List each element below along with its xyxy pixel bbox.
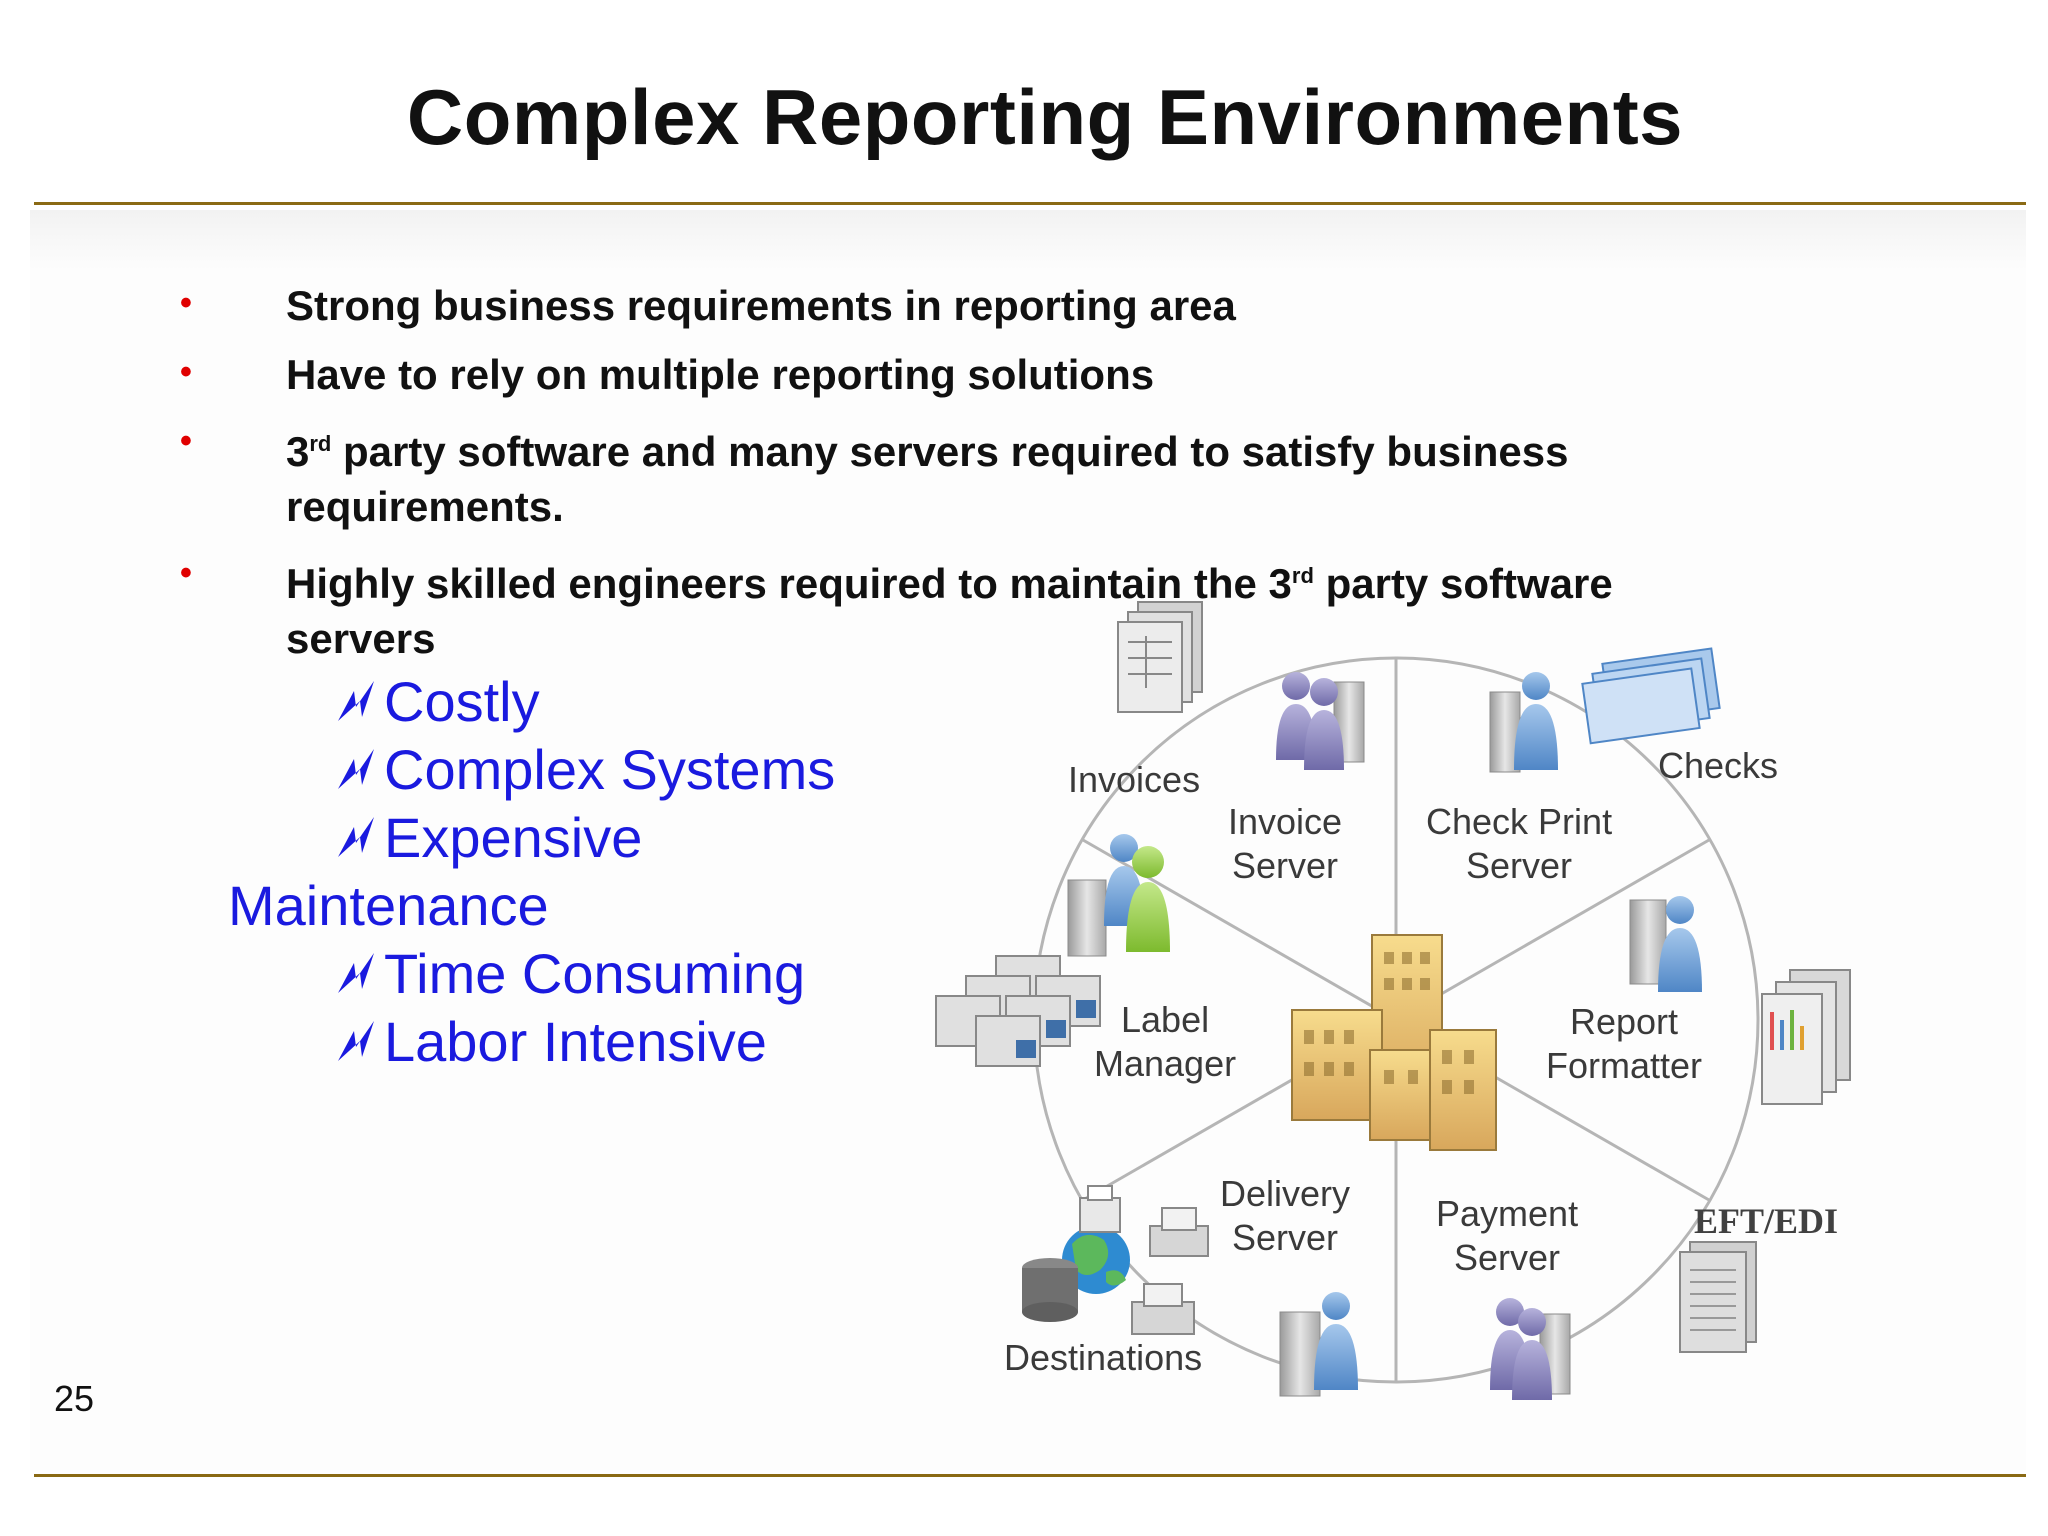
check-print-server-icon: [1489, 672, 1558, 773]
consequence-list: Costly Complex Systems Expensive Mainten…: [228, 668, 835, 1076]
bullet-text: Have to rely on multiple reporting solut…: [286, 351, 1155, 398]
bullet-text-continued: party software servers: [286, 560, 1613, 662]
diagram-wheel: [935, 601, 1851, 1400]
lightning-bolt-icon: [338, 749, 374, 789]
check-print-server-label: Check Print Server: [1426, 800, 1612, 888]
consequence-text: Costly: [384, 670, 540, 733]
invoice-server-label-line2: Server: [1232, 845, 1339, 886]
invoices-document-icon: [1117, 601, 1203, 713]
destinations-globe-icon: [1062, 1226, 1130, 1294]
report-formatter-label-line1: Report: [1569, 1001, 1679, 1042]
bullet-superscript: rd: [1291, 563, 1314, 588]
invoice-server-people-icon: [1276, 672, 1365, 770]
bullet-dot-icon: •: [180, 554, 192, 592]
lightning-bolt-icon: [338, 681, 374, 721]
slide-title: Complex Reporting Environments: [406, 73, 1684, 161]
invoice-server-label: Invoice Server: [1228, 800, 1342, 888]
page-number: 25: [54, 1378, 95, 1419]
consequence-item: Time Consuming: [228, 940, 835, 1008]
reports-document-icon: [1761, 969, 1851, 1105]
delivery-server-label-line2: Server: [1232, 1217, 1339, 1258]
invoice-server-label-line1: Invoice: [1228, 801, 1343, 842]
consequence-text: Complex Systems: [384, 738, 836, 801]
bullet-item: • Have to rely on multiple reporting sol…: [180, 347, 1760, 402]
bullet-superscript: rd: [309, 431, 332, 456]
delivery-server-label: Delivery Server: [1220, 1172, 1350, 1260]
invoices-label: Invoices: [1068, 759, 1201, 800]
consequence-item-continued: Maintenance: [228, 874, 549, 937]
bullet-item: • 3rd party software and many servers re…: [180, 416, 1760, 534]
consequence-text: Time Consuming: [384, 942, 806, 1005]
bullet-dot-icon: •: [180, 422, 192, 460]
label-manager-label-line1: Label: [1121, 999, 1210, 1040]
bullet-text-continued: party software and many servers required…: [286, 428, 1569, 530]
label-manager-label-line2: Manager: [1094, 1043, 1237, 1084]
consequence-item: Labor Intensive: [228, 1008, 835, 1076]
consequence-item: Complex Systems: [228, 736, 835, 804]
consequence-item: Expensive: [228, 804, 835, 872]
eft-edi-label: EFT/EDI: [1694, 1201, 1839, 1241]
label-manager-label: Label Manager: [1094, 998, 1236, 1086]
report-formatter-label-line2: Formatter: [1546, 1045, 1703, 1086]
destinations-label: Destinations: [1004, 1337, 1203, 1378]
bullet-item: • Highly skilled engineers required to m…: [180, 548, 1760, 666]
bullet-text: Strong business requirements in reportin…: [286, 282, 1236, 329]
delivery-server-label-line1: Delivery: [1220, 1173, 1351, 1214]
bullet-list: • Strong business requirements in report…: [180, 278, 1760, 680]
lightning-bolt-icon: [338, 1021, 374, 1061]
report-formatter-server-icon: [1629, 896, 1702, 992]
database-icon: [1022, 1258, 1078, 1322]
payment-server-label-line2: Server: [1454, 1237, 1561, 1278]
check-print-server-label-line2: Server: [1466, 845, 1573, 886]
footer-divider: [34, 1474, 2026, 1477]
checks-document-icon: [1581, 647, 1721, 745]
fax-printer-icon: [1131, 1207, 1209, 1335]
lightning-bolt-icon: [338, 817, 374, 857]
payment-server-people-icon: [1490, 1298, 1571, 1400]
delivery-server-icon: [1279, 1292, 1358, 1397]
bullet-dot-icon: •: [180, 284, 192, 322]
lightning-bolt-icon: [338, 953, 374, 993]
bullet-item: • Strong business requirements in report…: [180, 278, 1760, 333]
payment-server-label: Payment Server: [1436, 1192, 1578, 1280]
label-manager-people-icon: [1067, 834, 1170, 957]
title-divider: [34, 202, 2026, 205]
bullet-text: 3: [286, 428, 310, 475]
bullet-dot-icon: •: [180, 353, 192, 391]
checks-label: Checks: [1658, 745, 1779, 786]
consequence-text: Labor Intensive: [384, 1010, 767, 1073]
consequence-item: Costly: [228, 668, 835, 736]
labels-document-icon: [935, 955, 1101, 1067]
bullet-text: Highly skilled engineers required to mai…: [286, 560, 1292, 607]
report-formatter-label: Report Formatter: [1546, 1000, 1702, 1088]
reporting-architecture-diagram: Invoices Invoice Server Check Print Serv…: [900, 580, 1920, 1420]
consequence-text: Expensive: [384, 806, 643, 869]
check-print-server-label-line1: Check Print: [1426, 801, 1613, 842]
eft-edi-document-icon: [1679, 1241, 1757, 1353]
central-building-icon: [1291, 934, 1497, 1151]
payment-server-label-line1: Payment: [1436, 1193, 1579, 1234]
printer-icon: [1079, 1185, 1121, 1233]
